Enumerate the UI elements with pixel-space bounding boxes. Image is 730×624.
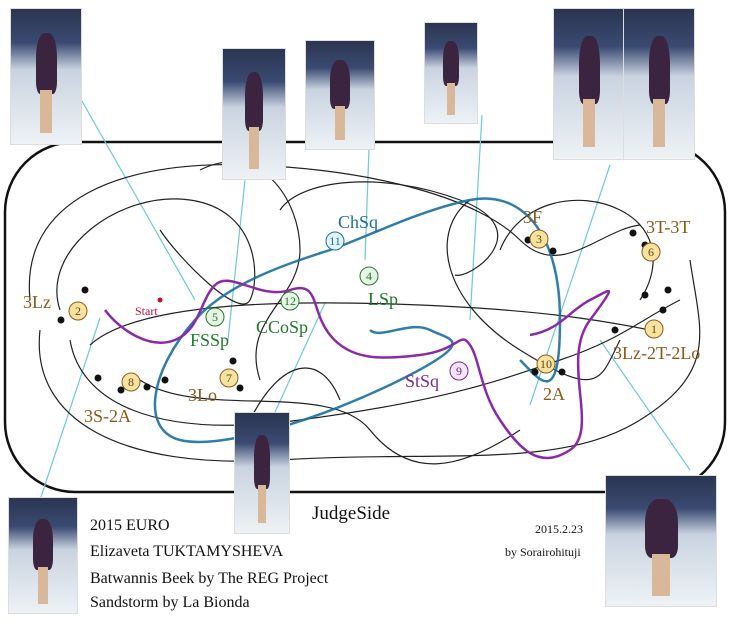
badge-1: 1 bbox=[644, 319, 664, 339]
label-3s-2a: 3S-2A bbox=[84, 406, 131, 426]
badge-10: 10 bbox=[536, 354, 556, 374]
svg-text:2: 2 bbox=[75, 304, 81, 318]
svg-text:10: 10 bbox=[540, 357, 552, 371]
label-stsq: StSq bbox=[405, 371, 439, 391]
author: by Sorairohituji bbox=[505, 545, 581, 559]
svg-text:3: 3 bbox=[536, 232, 542, 246]
svg-text:4: 4 bbox=[366, 269, 372, 283]
label-ccosp: CCoSp bbox=[256, 317, 308, 337]
label-3t-3t: 3T-3T bbox=[646, 217, 690, 237]
badge-8: 8 bbox=[121, 372, 141, 392]
step-sequence-trace bbox=[104, 279, 610, 460]
svg-text:1: 1 bbox=[651, 322, 657, 336]
date: 2015.2.23 bbox=[535, 522, 583, 536]
music-1: Batwannis Beek by The REG Project bbox=[90, 570, 329, 587]
skater-photo bbox=[8, 497, 78, 614]
label-fssp: FSSp bbox=[190, 330, 229, 350]
badge-12: 12 bbox=[280, 291, 300, 311]
badge-3: 3 bbox=[529, 229, 549, 249]
svg-text:11: 11 bbox=[329, 234, 341, 248]
skater-photo bbox=[222, 48, 286, 180]
music-2: Sandstorm by La Bionda bbox=[90, 594, 250, 611]
svg-text:9: 9 bbox=[456, 364, 462, 378]
label-3lo: 3Lo bbox=[188, 385, 217, 405]
svg-text:7: 7 bbox=[226, 371, 232, 385]
element-badges: 1 2 3 4 5 6 7 8 9 10 11 12 bbox=[68, 229, 664, 392]
label-2a: 2A bbox=[543, 384, 565, 404]
rink-outline bbox=[3, 140, 727, 494]
label-3f: 3F bbox=[523, 207, 542, 227]
choreo-sequence-trace bbox=[153, 197, 562, 444]
label-3lz-2t-2lo: 3Lz-2T-2Lo bbox=[613, 343, 700, 363]
badge-11: 11 bbox=[325, 231, 345, 251]
badge-9: 9 bbox=[449, 361, 469, 381]
judge-side-label: JudgeSide bbox=[312, 503, 391, 524]
skater-photo bbox=[623, 8, 695, 160]
skater-photo bbox=[605, 475, 717, 607]
svg-text:6: 6 bbox=[648, 245, 654, 259]
svg-text:12: 12 bbox=[284, 294, 296, 308]
skater-photo bbox=[424, 22, 478, 124]
competition-title: 2015 EURO bbox=[90, 517, 170, 534]
label-chsq: ChSq bbox=[338, 212, 378, 232]
skater-name: Elizaveta TUKTAMYSHEVA bbox=[90, 543, 284, 560]
badge-5: 5 bbox=[205, 307, 225, 327]
badge-6: 6 bbox=[641, 242, 661, 262]
element-labels: 3Lz-2T-2Lo 3Lz 3F LSp FSSp 3T-3T 3Lo 3S-… bbox=[23, 207, 700, 426]
skating-trace bbox=[28, 161, 701, 465]
label-start: Start bbox=[135, 304, 158, 318]
badge-7: 7 bbox=[219, 368, 239, 388]
svg-text:5: 5 bbox=[212, 310, 218, 324]
badge-4: 4 bbox=[359, 266, 379, 286]
label-lsp: LSp bbox=[368, 289, 398, 309]
badge-2: 2 bbox=[68, 301, 88, 321]
skater-photo bbox=[10, 8, 82, 145]
skater-photo bbox=[234, 412, 290, 534]
svg-text:8: 8 bbox=[128, 375, 134, 389]
skater-photo bbox=[553, 8, 625, 160]
label-3lz: 3Lz bbox=[23, 292, 51, 312]
jump-markers bbox=[57, 229, 672, 394]
skater-photo bbox=[305, 40, 375, 150]
